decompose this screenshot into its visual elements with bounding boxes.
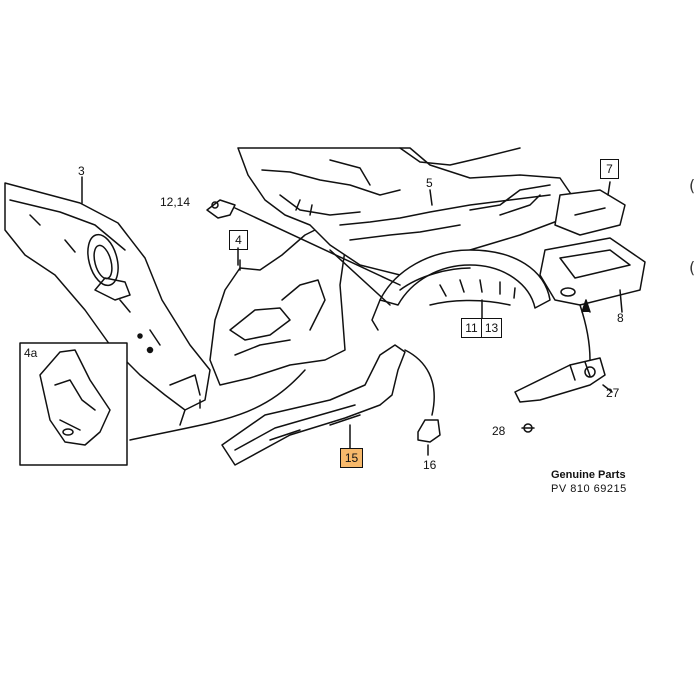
part-7-rear-bracket[interactable] bbox=[554, 189, 626, 236]
part-3-panel[interactable] bbox=[4, 182, 211, 426]
part-16-clip[interactable] bbox=[417, 419, 441, 443]
part-5-floor-assembly[interactable] bbox=[237, 147, 576, 276]
part-8-rear-member[interactable] bbox=[539, 237, 646, 306]
leader-line-12-14 bbox=[234, 207, 401, 286]
leader-line-mid bbox=[329, 249, 391, 306]
brand-title: Genuine Parts bbox=[551, 469, 626, 481]
label-5: 5 bbox=[426, 176, 433, 190]
label-3: 3 bbox=[78, 164, 85, 178]
arrow-head bbox=[581, 299, 591, 313]
leader-line-4a bbox=[129, 369, 306, 441]
part-27-bracket[interactable] bbox=[514, 357, 606, 403]
part-11-13-wheel-arch[interactable] bbox=[371, 249, 551, 331]
leader-line-5 bbox=[429, 189, 433, 206]
leader-line-27 bbox=[602, 384, 613, 393]
edge-mark-bottom: ( bbox=[689, 258, 696, 277]
label-11-box[interactable]: 11 bbox=[461, 318, 482, 338]
label-16: 16 bbox=[423, 458, 437, 472]
label-4a: 4a bbox=[24, 346, 38, 360]
part-4a-inset[interactable] bbox=[19, 342, 128, 466]
leader-line-27b bbox=[579, 304, 591, 361]
brand-block: Genuine Parts PV 810 69215 bbox=[551, 468, 627, 496]
label-7-box[interactable]: 7 bbox=[600, 159, 619, 179]
label-12-14: 12,14 bbox=[160, 195, 191, 209]
part-code: PV 810 69215 bbox=[551, 483, 627, 495]
label-4-box[interactable]: 4 bbox=[229, 230, 248, 250]
part-12-14-clip[interactable] bbox=[206, 199, 236, 219]
label-15-highlighted[interactable]: 15 bbox=[340, 448, 363, 468]
leader-line-8 bbox=[619, 289, 623, 313]
label-13-box[interactable]: 13 bbox=[481, 318, 502, 338]
leader-line-16 bbox=[404, 349, 435, 416]
leader-line-7 bbox=[607, 181, 611, 196]
part-28-bolt[interactable] bbox=[521, 423, 535, 433]
edge-mark-top: ( bbox=[689, 176, 696, 195]
part-4-wheelhouse[interactable] bbox=[209, 224, 346, 386]
label-28: 28 bbox=[492, 424, 506, 438]
label-8: 8 bbox=[617, 311, 624, 325]
label-27: 27 bbox=[606, 386, 620, 400]
part-15-sill[interactable] bbox=[221, 344, 406, 466]
